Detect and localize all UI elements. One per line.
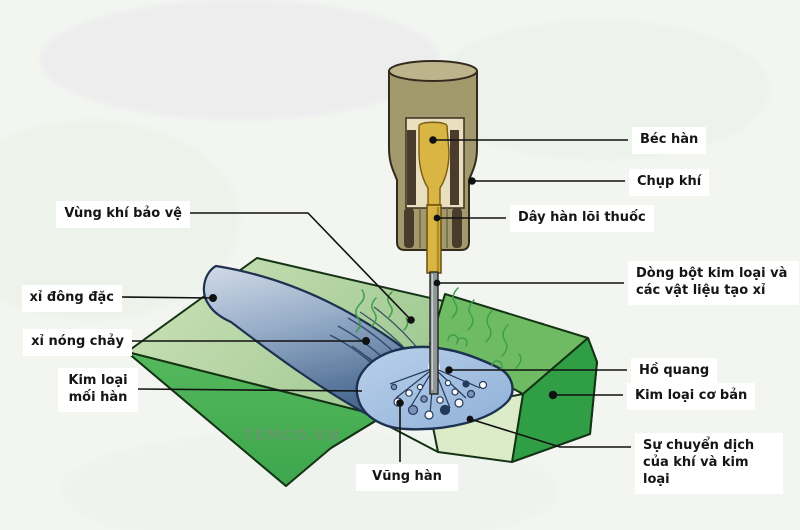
label-molten-slag: xỉ nóng chảy [23,329,132,356]
label-arc: Hồ quang [631,358,718,385]
nozzle-slot [452,208,462,248]
nozzle-slot [404,208,414,248]
label-shielding-gas-zone: Vùng khí bảo vệ [56,201,190,228]
background-tint [40,0,440,120]
nozzle-slot [450,130,459,205]
label-base-metal: Kim loại cơ bản [627,383,756,410]
background-tint [430,20,770,160]
watermark: TEMCO.VN [243,426,341,444]
nozzle-slot [407,130,416,205]
electrode-wire [429,271,439,395]
metal-droplets [390,379,488,420]
shielding-gas-squiggles [355,287,522,370]
label-gas-metal-transfer: Sự chuyển dịch của khí và kim loại [635,433,783,494]
label-contact-tip: Béc hàn [632,127,707,154]
label-weld-metal: Kim loại mối hàn [58,368,138,412]
label-solidified-slag: xỉ đông đặc [21,285,122,312]
label-weld-pool: Vũng hàn [356,464,458,491]
nozzle-top-cap [388,60,478,82]
label-gas-cup: Chụp khí [629,169,710,196]
callout-lines [121,136,631,462]
welding-torch [388,60,478,274]
label-metal-powder-flux-stream: Dòng bột kim loại và các vật liệu tạo xỉ [628,261,799,305]
contact-tip [418,121,450,206]
label-flux-cored-wire: Dây hàn lõi thuốc [510,205,654,232]
